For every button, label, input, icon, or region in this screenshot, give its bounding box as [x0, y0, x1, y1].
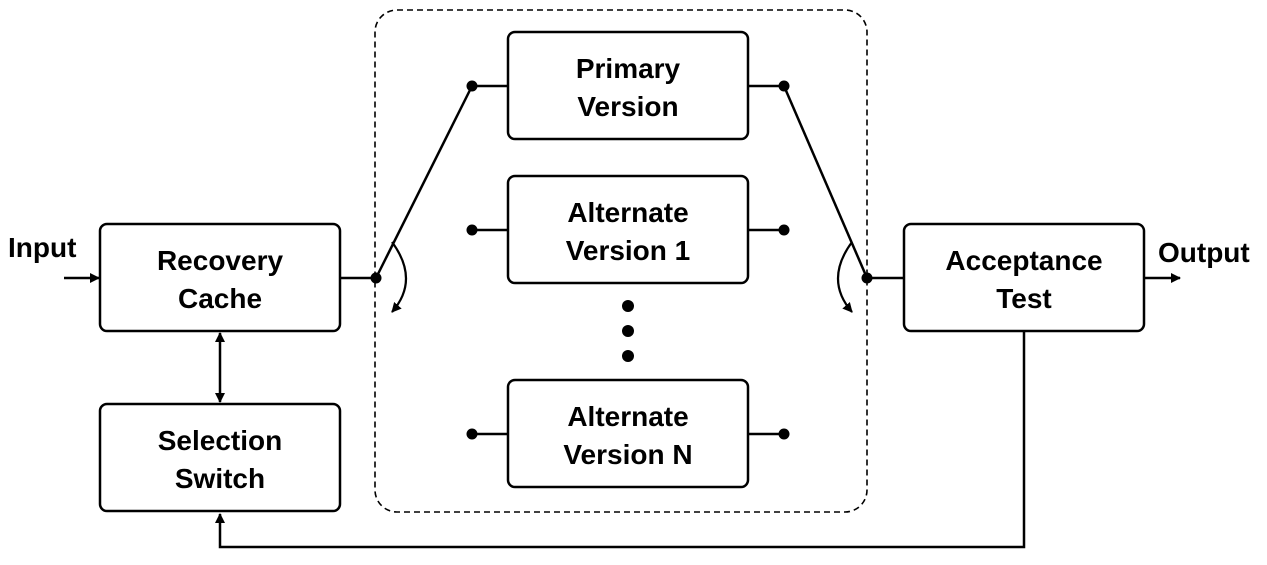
alternate-version-1-label-line1: Alternate [567, 197, 688, 228]
alternate-version-1-block: Alternate Version 1 [466, 174, 790, 285]
output-label: Output [1158, 237, 1250, 268]
alternate-n-right-node [778, 428, 790, 440]
input-label: Input [8, 232, 76, 263]
ellipsis-icon [622, 300, 634, 362]
feedback-path-arrow [215, 331, 1026, 549]
acceptance-test-block: Acceptance Test [902, 222, 1146, 333]
alternate-version-n-label-line1: Alternate [567, 401, 688, 432]
primary-version-block: Primary Version [466, 30, 790, 141]
acceptance-test-label-line1: Acceptance [945, 245, 1102, 276]
primary-version-label-line2: Version [577, 91, 678, 122]
output-switch-rotation-arrow [836, 241, 853, 313]
acceptance-test-label-line2: Test [996, 283, 1052, 314]
recovery-cache-label-line2: Cache [178, 283, 262, 314]
selection-switch-block: Selection Switch [98, 402, 342, 513]
recovery-cache-label-line1: Recovery [157, 245, 284, 276]
primary-version-label-line1: Primary [576, 53, 681, 84]
input-switch-blade [374, 85, 474, 279]
alternate-1-right-node [778, 224, 790, 236]
alternate-version-n-label-line2: Version N [563, 439, 692, 470]
alternate-version-n-block: Alternate Version N [466, 378, 790, 489]
output-switch-blade [782, 85, 869, 279]
recovery-cache-block: Recovery Cache [98, 222, 342, 333]
selection-switch-label-line1: Selection [158, 425, 282, 456]
versions-group-boundary [374, 9, 868, 513]
selection-switch-label-line2: Switch [175, 463, 265, 494]
alternate-version-1-label-line2: Version 1 [566, 235, 691, 266]
input-switch-rotation-arrow [391, 241, 408, 313]
